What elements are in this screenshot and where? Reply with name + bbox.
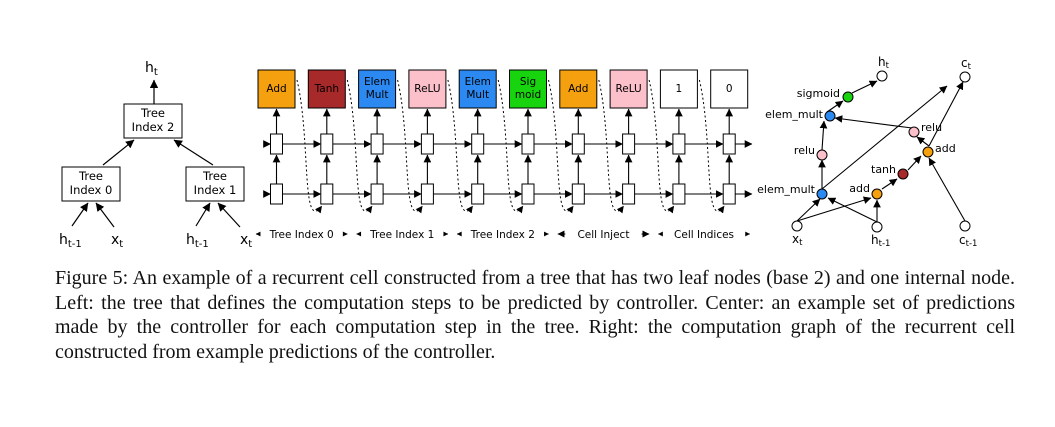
segment-bracket: Cell Inject xyxy=(557,228,650,242)
prediction-label: ReLU xyxy=(414,83,440,95)
graph-node-elem-mult-top xyxy=(824,110,836,122)
svg-text:Tree: Tree xyxy=(78,169,103,183)
segment-bracket: Tree Index 1 xyxy=(356,228,449,242)
graph-node-relu-left xyxy=(816,149,828,161)
controller-cell xyxy=(270,183,283,205)
prediction-box: ReLU xyxy=(609,69,648,109)
prediction-label: 1 xyxy=(676,83,683,95)
controller-cell xyxy=(471,183,485,205)
prediction-label: moid xyxy=(515,89,541,101)
graph-label-relu: relu xyxy=(921,121,942,134)
controller-cell xyxy=(622,133,636,155)
graph-node-add-right xyxy=(922,146,934,158)
prediction-label: ReLU xyxy=(615,83,641,95)
prediction-label: Mult xyxy=(366,89,389,101)
graph-output-ct xyxy=(959,71,971,83)
controller-cell xyxy=(521,133,535,155)
controller-cell xyxy=(722,183,736,205)
graph-input-ht-1 xyxy=(871,221,883,233)
prediction-box: Add xyxy=(257,69,296,109)
controller-cell xyxy=(571,133,585,155)
prediction-label: Mult xyxy=(466,89,489,101)
tree-input-label: xt xyxy=(111,232,123,250)
graph-label-relu: relu xyxy=(794,144,815,157)
svg-text:Tree: Tree xyxy=(140,106,165,120)
graph-label-xt: xt xyxy=(792,232,803,248)
svg-text:Index 1: Index 1 xyxy=(194,183,237,197)
controller-cell xyxy=(370,183,384,205)
prediction-label: Add xyxy=(266,83,286,95)
tree-input-label: ht-1 xyxy=(186,232,209,250)
graph-label-ct: ct xyxy=(961,56,972,72)
prediction-label: Elem xyxy=(465,76,491,88)
prediction-label: Tanh xyxy=(314,83,339,95)
controller-cell xyxy=(521,183,535,205)
graph-label-elem-mult: elem_mult xyxy=(765,108,824,121)
controller-cell xyxy=(420,133,434,155)
segment-bracket: Cell Indices xyxy=(658,228,751,242)
svg-text:Tree: Tree xyxy=(202,169,227,183)
graph-output-ht xyxy=(876,70,888,82)
prediction-box: Add xyxy=(559,69,598,109)
graph-label-add: add xyxy=(849,182,870,195)
graph-label-ht-1: ht-1 xyxy=(871,233,890,249)
figure: Tree Index 2 Tree Index 0 Tree Index 1 h… xyxy=(59,55,977,250)
segment-label: Tree Index 0 xyxy=(269,229,334,241)
tree-node-index-0: Tree Index 0 xyxy=(61,166,121,202)
prediction-label: Sig xyxy=(520,76,536,88)
graph-label-elem-mult: elem_mult xyxy=(757,183,816,196)
graph-label-sigmoid: sigmoid xyxy=(797,87,840,100)
prediction-box: ReLU xyxy=(408,69,447,109)
tree-node-index-2: Tree Index 2 xyxy=(123,103,183,139)
controller-cell xyxy=(320,183,334,205)
prediction-box: 0 xyxy=(710,69,749,109)
graph-label-ct-1: ct-1 xyxy=(959,233,977,249)
segment-label: Cell Indices xyxy=(674,229,734,241)
prediction-label: 0 xyxy=(726,83,733,95)
graph-node-relu-right xyxy=(908,126,920,138)
tree-output-ht: ht xyxy=(145,60,158,78)
graph-input-ct-1 xyxy=(959,220,971,232)
tree-input-label: ht-1 xyxy=(59,232,82,250)
controller-cell xyxy=(622,183,636,205)
graph-node-tanh xyxy=(897,168,909,180)
segment-label: Tree Index 2 xyxy=(470,229,535,241)
graph-label-add: add xyxy=(935,142,956,155)
computation-graph: sigmoid elem_mult relu relu add tanh ele… xyxy=(757,55,977,249)
tree-node-index-1: Tree Index 1 xyxy=(185,166,245,202)
segment-bracket: Tree Index 0 xyxy=(255,228,348,242)
graph-label-ht: ht xyxy=(878,55,890,71)
graph-input-xt xyxy=(791,220,803,232)
controller-cell xyxy=(370,133,384,155)
graph-node-elem-mult-bottom xyxy=(816,188,828,200)
graph-node-add-left xyxy=(871,188,883,200)
controller-cell xyxy=(722,133,736,155)
controller-cell xyxy=(420,183,434,205)
segment-label: Tree Index 1 xyxy=(369,229,434,241)
controller-cell xyxy=(571,183,585,205)
segment-bracket: Tree Index 2 xyxy=(456,228,549,242)
controller-cell xyxy=(471,133,485,155)
figure-caption: Figure 5: An example of a recurrent cell… xyxy=(55,267,1015,363)
graph-label-tanh: tanh xyxy=(871,163,896,176)
tree-input-label: xt xyxy=(240,232,252,250)
prediction-label: Elem xyxy=(364,76,390,88)
prediction-box: 1 xyxy=(659,69,698,109)
controller-cell xyxy=(672,133,686,155)
svg-text:Index 0: Index 0 xyxy=(70,183,113,197)
controller-cell xyxy=(672,183,686,205)
svg-text:Index 2: Index 2 xyxy=(132,120,175,134)
prediction-box: Tanh xyxy=(307,69,346,109)
controller-cell xyxy=(320,133,334,155)
tree-diagram: Tree Index 2 Tree Index 0 Tree Index 1 h… xyxy=(59,60,252,250)
controller-cell xyxy=(270,133,283,155)
prediction-label: Add xyxy=(568,83,588,95)
segment-label: Cell Inject xyxy=(577,229,629,241)
graph-node-sigmoid xyxy=(842,91,854,103)
